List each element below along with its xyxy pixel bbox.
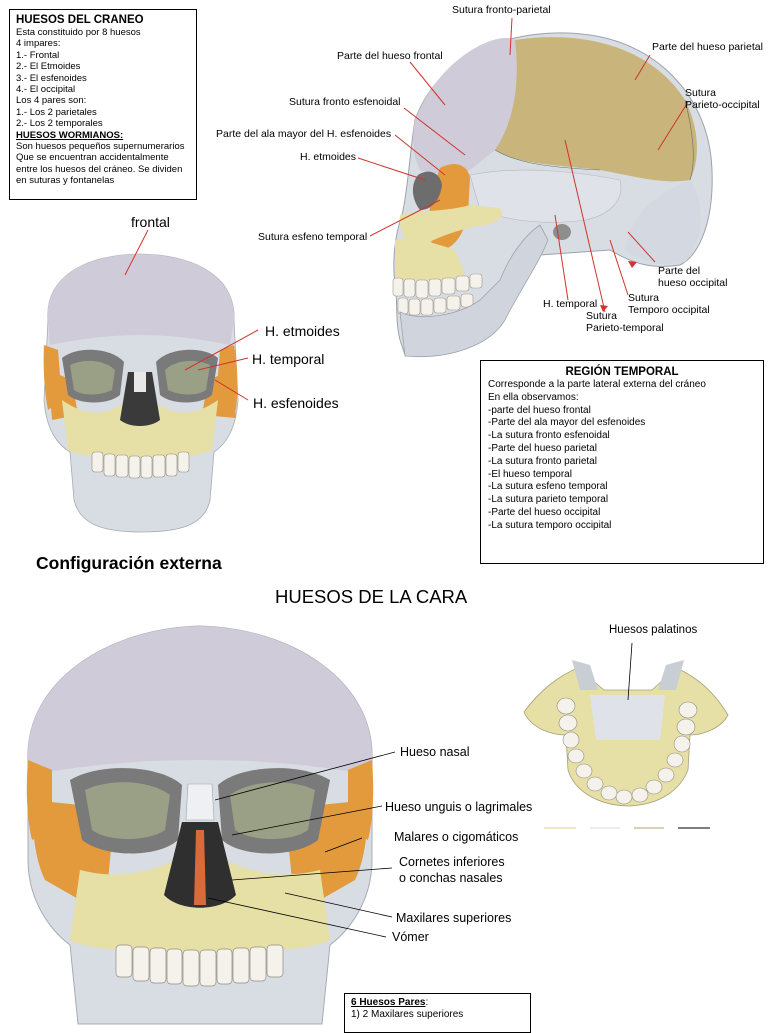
- label-temporal-front: H. temporal: [252, 351, 325, 367]
- craneo-line: 4.- El occipital: [16, 84, 76, 96]
- config-title: Configuración externa: [36, 553, 222, 573]
- label-line: Sutura: [586, 310, 617, 322]
- label-line: Parieto-occipital: [685, 99, 760, 111]
- label-esfeno-temporal: Sutura esfeno temporal: [258, 231, 368, 243]
- label-temporal-lateral: H. temporal: [543, 298, 598, 310]
- label-parte-parietal: Parte del hueso parietal: [652, 41, 763, 53]
- label-hueso-nasal: Hueso nasal: [400, 745, 470, 759]
- label-temporo-occipital: Sutura Temporo occipital: [628, 292, 710, 316]
- craneo-info-box: HUESOS DEL CRANEO Esta constituido por 8…: [9, 9, 197, 200]
- label-esfenoides-front: H. esfenoides: [253, 395, 339, 411]
- label-vomer: Vómer: [392, 930, 429, 944]
- craneo-line: 2.- Los 2 temporales: [16, 118, 103, 130]
- wormianos-subtitle: HUESOS WORMIANOS:: [16, 129, 124, 141]
- wormianos-line: en suturas y fontanelas: [16, 175, 115, 187]
- pares-title: 6 Huesos Pares: [351, 997, 426, 1008]
- pares-line: 1) 2 Maxilares superiores: [351, 1009, 464, 1020]
- label-maxilares: Maxilares superiores: [396, 911, 512, 925]
- label-line: Parieto-temporal: [586, 322, 664, 334]
- craneo-line: 4 impares:: [16, 38, 61, 50]
- pares-box: 6 Huesos Pares: 1) 2 Maxilares superiore…: [344, 993, 531, 1033]
- cara-title: HUESOS DE LA CARA: [275, 586, 468, 607]
- label-etmoides-front: H. etmoides: [265, 323, 340, 339]
- temporal-region-box: REGIÓN TEMPORAL Corresponde a la parte l…: [480, 360, 764, 564]
- label-line: Parte del: [658, 265, 701, 277]
- craneo-line: 3.- El esfenoides: [16, 72, 87, 84]
- label-line: hueso occipital: [658, 277, 728, 289]
- label-ala-mayor: Parte del ala mayor del H. esfenoides: [216, 128, 392, 140]
- label-unguis: Hueso unguis o lagrimales: [385, 800, 533, 814]
- wormianos-line: entre los huesos del cráneo. Se dividen: [16, 163, 183, 175]
- label-palatinos: Huesos palatinos: [609, 624, 698, 636]
- temporal-line: -La sutura parieto temporal: [488, 494, 609, 506]
- label-cornetes: Cornetes inferiores o conchas nasales: [399, 854, 505, 886]
- temporal-line: -La sutura fronto esfenoidal: [488, 430, 610, 442]
- label-sutura-fronto-parietal: Sutura fronto-parietal: [452, 4, 551, 16]
- label-parieto-temporal: Sutura Parieto-temporal: [586, 310, 664, 334]
- label-line: Sutura: [628, 292, 659, 304]
- craneo-line: Esta constituido por 8 huesos: [16, 27, 141, 38]
- label-malares: Malares o cigomáticos: [394, 830, 519, 844]
- temporal-line: -parte del hueso frontal: [488, 404, 591, 416]
- wormianos-line: Que se encuentran accidentalmente: [16, 152, 169, 164]
- label-sutura-fronto-esfenoidal: Sutura fronto esfenoidal: [289, 96, 401, 108]
- temporal-line: -Parte del hueso parietal: [488, 442, 597, 454]
- label-line: Temporo occipital: [628, 304, 710, 316]
- label-line: Cornetes inferiores: [399, 855, 505, 869]
- temporal-box-lines: Corresponde a la parte lateral externa d…: [488, 379, 756, 533]
- temporal-line: -Parte del ala mayor del esfenoides: [488, 417, 646, 429]
- label-frontal: frontal: [131, 214, 170, 230]
- temporal-line: -El hueso temporal: [488, 468, 572, 480]
- temporal-line: -La sutura temporo occipital: [488, 519, 612, 531]
- temporal-line: En ella observamos:: [488, 391, 579, 403]
- temporal-line: -La sutura fronto parietal: [488, 455, 597, 467]
- label-etmoides-lateral: H. etmoides: [300, 151, 357, 163]
- wormianos-line: Son huesos pequeños supernumerarios: [16, 141, 185, 153]
- craneo-line: Los 4 pares son:: [16, 95, 87, 107]
- craneo-line: 1.- Frontal: [16, 49, 60, 61]
- label-line: o conchas nasales: [399, 871, 503, 885]
- pares-title-row: 6 Huesos Pares:: [351, 997, 524, 1009]
- label-sutura-parieto-occipital: Sutura Parieto-occipital: [685, 87, 760, 111]
- craneo-line: 2.- El Etmoides: [16, 61, 81, 73]
- craneo-box-title: HUESOS DEL CRANEO: [16, 14, 144, 26]
- label-line: Sutura: [685, 87, 716, 99]
- label-occipital: Parte del hueso occipital: [658, 265, 727, 289]
- temporal-line: Corresponde a la parte lateral externa d…: [488, 379, 706, 390]
- label-parte-frontal: Parte del hueso frontal: [337, 50, 443, 62]
- temporal-line: -La sutura esfeno temporal: [488, 481, 608, 493]
- pares-colon: :: [425, 997, 429, 1008]
- temporal-box-title: REGIÓN TEMPORAL: [565, 366, 679, 378]
- craneo-box-lines: Esta constituido por 8 huesos 4 impares:…: [16, 27, 190, 187]
- temporal-line: -Parte del hueso occipital: [488, 506, 601, 518]
- craneo-line: 1.- Los 2 parietales: [16, 106, 97, 118]
